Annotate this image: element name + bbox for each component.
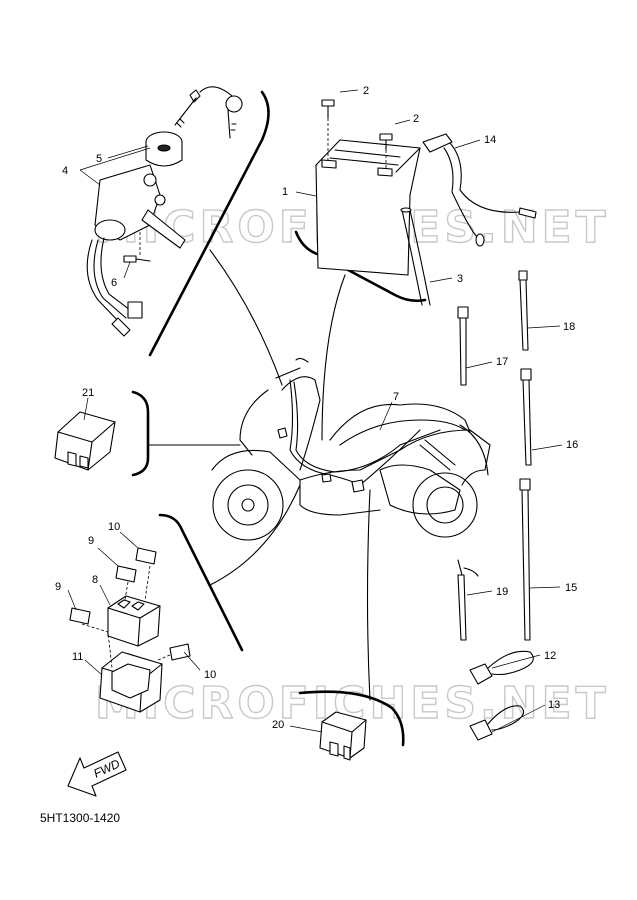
scooter-body xyxy=(211,357,491,541)
callout-10a: 10 xyxy=(108,521,120,533)
panel-outlines xyxy=(131,90,427,747)
callout-19: 19 xyxy=(496,586,508,598)
callout-3: 3 xyxy=(457,273,463,285)
relay-21 xyxy=(54,411,116,471)
callout-17: 17 xyxy=(496,356,508,368)
callout-12: 12 xyxy=(544,650,556,662)
callout-5: 5 xyxy=(96,153,102,165)
callout-14: 14 xyxy=(484,134,496,146)
leader-lines xyxy=(147,249,371,701)
wire-clamps xyxy=(469,650,534,741)
cable-ties xyxy=(457,270,532,641)
callout-15: 15 xyxy=(565,582,577,594)
callout-2a: 2 xyxy=(363,85,369,97)
catalog-code: 5HT1300-1420 xyxy=(40,811,121,825)
main-switch-assembly xyxy=(86,86,243,337)
relay-20 xyxy=(319,711,367,761)
callout-9a: 9 xyxy=(88,535,94,547)
callout-18: 18 xyxy=(563,321,575,333)
callout-leaders xyxy=(67,89,563,733)
callout-labels: 2 2 1 3 4 5 6 7 8 9 9 10 10 11 12 13 14 … xyxy=(55,85,578,731)
battery-assembly xyxy=(315,99,431,306)
callout-21: 21 xyxy=(82,387,94,399)
callout-11: 11 xyxy=(72,651,83,663)
callout-6: 6 xyxy=(111,277,117,289)
callout-7: 7 xyxy=(393,391,399,403)
callout-10b: 10 xyxy=(204,669,216,681)
callout-1: 1 xyxy=(282,186,288,198)
callout-4: 4 xyxy=(62,165,68,177)
callout-8: 8 xyxy=(92,574,98,586)
callout-9b: 9 xyxy=(55,581,61,593)
callout-13: 13 xyxy=(548,699,560,711)
fuse-lead xyxy=(422,133,537,247)
callout-20: 20 xyxy=(272,719,284,731)
fwd-arrow-icon: FWD xyxy=(67,751,127,797)
callout-16: 16 xyxy=(566,439,578,451)
callout-2b: 2 xyxy=(413,113,419,125)
fuse-box-assembly xyxy=(69,547,191,713)
